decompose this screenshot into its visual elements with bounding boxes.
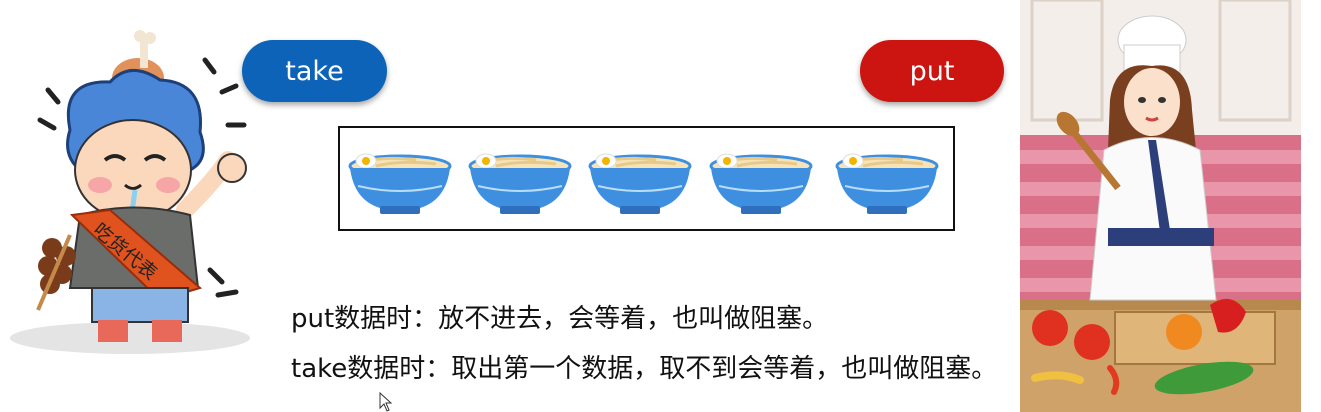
take-caption: take数据时：取出第一个数据，取不到会等着，也叫做阻塞。 xyxy=(291,354,998,384)
blocking-queue-box xyxy=(338,126,955,231)
put-caption: put数据时：放不进去，会等着，也叫做阻塞。 xyxy=(291,304,829,334)
take-button[interactable]: take xyxy=(242,40,387,102)
mouse-cursor-icon xyxy=(379,392,393,412)
noodle-bowl-icon xyxy=(709,153,813,214)
chef-character-illustration xyxy=(1020,0,1301,412)
noodle-bowl-icon xyxy=(835,153,939,214)
noodle-bowl-icon xyxy=(468,153,572,214)
foodie-character-illustration: 吃货代表 xyxy=(10,30,250,354)
put-button[interactable]: put xyxy=(860,40,1004,102)
noodle-bowl-icon xyxy=(588,153,692,214)
noodle-bowl-icon xyxy=(348,153,452,214)
